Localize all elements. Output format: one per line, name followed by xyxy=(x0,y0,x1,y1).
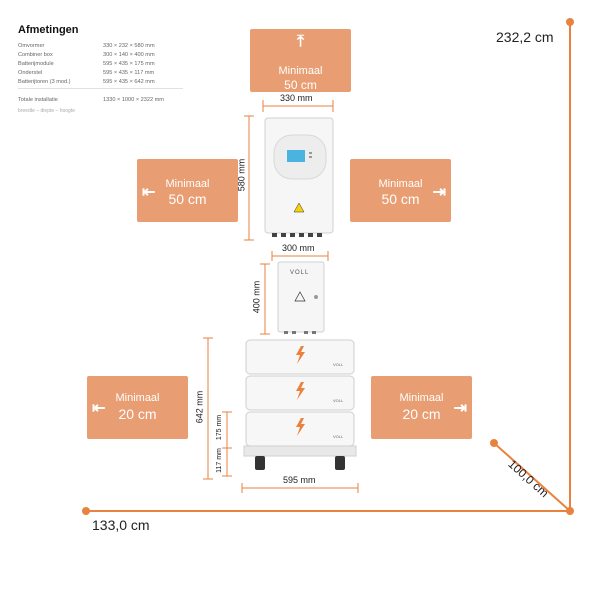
clearance-value: 20 cm xyxy=(118,406,157,422)
clearance-title: Minimaal xyxy=(115,392,160,404)
clearance-value: 50 cm xyxy=(381,191,420,207)
warning-icon xyxy=(294,291,306,302)
total-height-label: 232,2 cm xyxy=(496,29,554,45)
axis-end-dot xyxy=(82,507,90,515)
battery-tower xyxy=(243,339,357,470)
spec-value: 595 × 435 × 117 mm xyxy=(103,70,155,76)
spec-label: Omvormer xyxy=(18,43,45,49)
spec-label: Batterijmodule xyxy=(18,61,54,67)
clearance-title: Minimaal xyxy=(378,178,423,190)
clearance-battery-right-box: ⇥ Minimaal 20 cm xyxy=(371,376,472,439)
base-height-label: 117 mm xyxy=(215,448,223,473)
inverter-width-label: 330 mm xyxy=(280,93,313,103)
spec-row: Onderstel 595 × 435 × 117 mm xyxy=(18,70,198,77)
clearance-title: Minimaal xyxy=(399,392,444,404)
clearance-top-box: ⤒ Minimaal 50 cm xyxy=(250,29,351,92)
axis-end-dot xyxy=(566,18,574,26)
spec-value: 330 × 232 × 580 mm xyxy=(103,43,155,49)
spec-row: Batterijtoren (3 mod.) 595 × 435 × 642 m… xyxy=(18,79,198,86)
spec-label: Onderstel xyxy=(18,70,43,76)
axis-corner-dot xyxy=(566,507,574,515)
clearance-battery-left-box: ⇤ Minimaal 20 cm xyxy=(87,376,188,439)
spec-label: Batterijtoren (3 mod.) xyxy=(18,79,71,85)
spec-value: 300 × 140 × 400 mm xyxy=(103,52,155,58)
combiner-width-label: 300 mm xyxy=(282,243,315,253)
spec-row: Omvormer 330 × 232 × 580 mm xyxy=(18,43,198,50)
bolt-icon xyxy=(296,346,305,436)
spec-total-row: Totale installatie 1330 × 1000 × 2322 mm xyxy=(18,97,198,104)
spec-label: Combiner box xyxy=(18,52,53,58)
spec-divider xyxy=(18,88,183,89)
axis-end-dot xyxy=(490,439,498,447)
spec-legend: breedte – diepte – hoogte xyxy=(18,108,75,114)
clearance-title: Minimaal xyxy=(165,178,210,190)
clearance-value: 20 cm xyxy=(402,406,441,422)
brand-logo: VOLL xyxy=(333,434,344,439)
brand-logo: VOLL xyxy=(333,362,344,367)
warning-icon xyxy=(293,202,305,213)
arrow-right-icon: ⇥ xyxy=(432,184,446,201)
module-height-label: 175 mm xyxy=(216,414,224,441)
arrow-up-icon: ⤒ xyxy=(296,33,305,50)
wheel-icon xyxy=(255,456,345,470)
spec-row: Batterijmodule 595 × 435 × 175 mm xyxy=(18,61,198,68)
clearance-title: Minimaal xyxy=(278,65,323,77)
clearance-value: 50 cm xyxy=(168,191,207,207)
clearance-inverter-right-box: ⇥ Minimaal 50 cm xyxy=(350,159,451,222)
inverter-height-label: 580 mm xyxy=(236,158,247,192)
inverter xyxy=(264,117,334,237)
depth-axis-line xyxy=(493,442,571,512)
arrow-right-icon: ⇥ xyxy=(453,400,467,417)
page-title: Afmetingen xyxy=(18,24,79,36)
combiner-height-label: 400 mm xyxy=(251,280,262,314)
spec-total-label: Totale installatie xyxy=(18,97,58,103)
battery-width-label: 595 mm xyxy=(283,475,316,485)
combiner-box xyxy=(277,261,325,334)
battery-height-label: 642 mm xyxy=(194,390,205,424)
spec-row: Combiner box 300 × 140 × 400 mm xyxy=(18,52,198,59)
spec-value: 595 × 435 × 175 mm xyxy=(103,61,155,67)
clearance-value: 50 cm xyxy=(284,78,317,92)
arrow-left-icon: ⇤ xyxy=(142,184,156,201)
brand-logo: VOLL xyxy=(333,398,344,403)
total-width-label: 133,0 cm xyxy=(92,517,150,533)
spec-total-value: 1330 × 1000 × 2322 mm xyxy=(103,97,164,103)
spec-value: 595 × 435 × 642 mm xyxy=(103,79,155,85)
clearance-inverter-left-box: ⇤ Minimaal 50 cm xyxy=(137,159,238,222)
arrow-left-icon: ⇤ xyxy=(92,400,106,417)
brand-logo: VOLL xyxy=(290,270,310,276)
display-screen xyxy=(287,150,305,162)
